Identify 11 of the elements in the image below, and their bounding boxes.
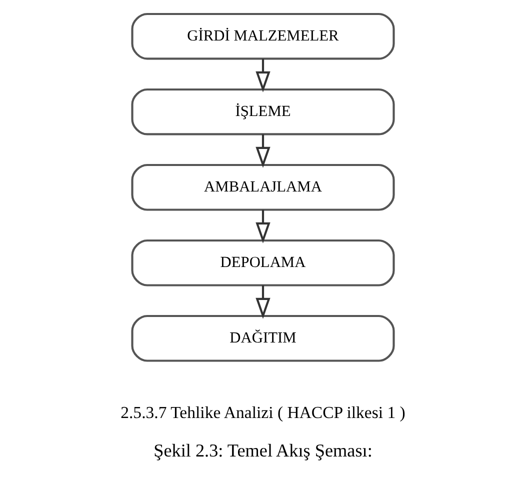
node-box: İŞLEME: [130, 88, 394, 136]
arrow: [255, 134, 270, 168]
node-box: AMBALAJLAMA: [130, 164, 394, 211]
caption: Şekil 2.3: Temel Akış Şeması:: [153, 440, 372, 460]
arrow: [255, 285, 270, 319]
arrow: [255, 210, 270, 244]
arrow: [255, 58, 270, 92]
node-box: GİRDİ MALZEMELER: [130, 12, 394, 60]
label: 2.5.3.7 Tehlike Analizi ( HACCP ilkesi 1 ): [120, 403, 405, 422]
node-box: DEPOLAMA: [130, 239, 394, 286]
node-box: DAĞITIM: [130, 314, 394, 362]
